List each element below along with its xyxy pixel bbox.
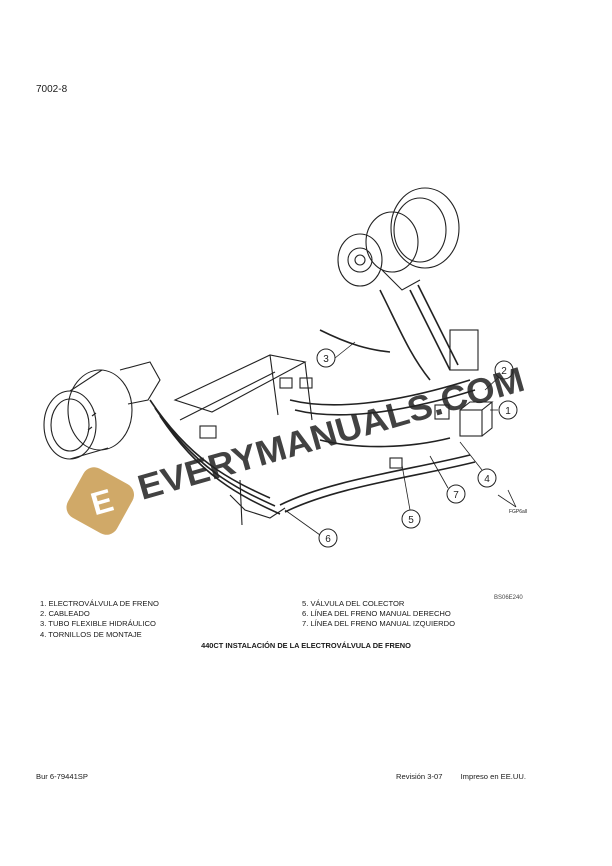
figure-small-code: FGP6all — [509, 509, 527, 515]
legend-item: 1. ELECTROVÁLVULA DE FRENO — [40, 599, 159, 608]
callout-2: 2 — [494, 360, 514, 380]
left-drive-motor — [43, 361, 161, 460]
callout-7: 7 — [446, 484, 466, 504]
svg-text:6: 6 — [325, 534, 331, 545]
svg-text:2: 2 — [501, 366, 507, 377]
callout-3: 3 — [316, 348, 336, 368]
legend-item: 4. TORNILLOS DE MONTAJE — [40, 629, 142, 639]
brake-solenoid-illustration: 1 2 3 4 5 6 7 — [30, 180, 582, 560]
footer-revision: Revisión 3-07 — [396, 772, 443, 781]
svg-text:1: 1 — [505, 406, 511, 417]
footer-printed: Impreso en EE.UU. — [460, 772, 526, 781]
brake-solenoid-valve — [434, 329, 494, 437]
callout-4: 4 — [477, 468, 497, 488]
technical-drawing: 1 2 3 4 5 6 7 — [43, 187, 529, 548]
callout-6: 6 — [318, 528, 338, 548]
svg-text:4: 4 — [484, 474, 490, 485]
footer-right: Revisión 3-07 Impreso en EE.UU. — [396, 772, 526, 781]
callout-1: 1 — [498, 400, 518, 420]
svg-text:7: 7 — [453, 490, 459, 501]
right-drive-motor — [337, 187, 460, 291]
figure-code: BS06E240 — [494, 595, 523, 601]
legend-left: 1. ELECTROVÁLVULA DE FRENO 2. CABLEADO 3… — [40, 599, 159, 640]
hydraulic-hoses — [149, 284, 476, 515]
legend-item: 5. VÁLVULA DEL COLECTOR — [302, 599, 405, 608]
callout-5: 5 — [401, 509, 421, 529]
callout-leaders — [284, 341, 517, 536]
svg-text:5: 5 — [408, 515, 414, 526]
fittings — [199, 377, 403, 469]
footer-doc-id: Bur 6-79441SP — [36, 772, 88, 781]
legend-item: 2. CABLEADO — [40, 609, 90, 619]
svg-text:3: 3 — [323, 354, 329, 365]
legend-right: 5. VÁLVULA DEL COLECTOR 6. LÍNEA DEL FRE… — [302, 599, 455, 630]
figure-title: 440CT INSTALACIÓN DE LA ELECTROVÁLVULA D… — [201, 641, 411, 650]
page-number: 7002-8 — [36, 84, 68, 95]
legend-item: 7. LÍNEA DEL FRENO MANUAL IZQUIERDO — [302, 619, 456, 629]
legend-item: 6. LÍNEA DEL FRENO MANUAL DERECHO — [302, 609, 451, 619]
legend-item: 3. TUBO FLEXIBLE HIDRÁULICO — [40, 619, 156, 629]
